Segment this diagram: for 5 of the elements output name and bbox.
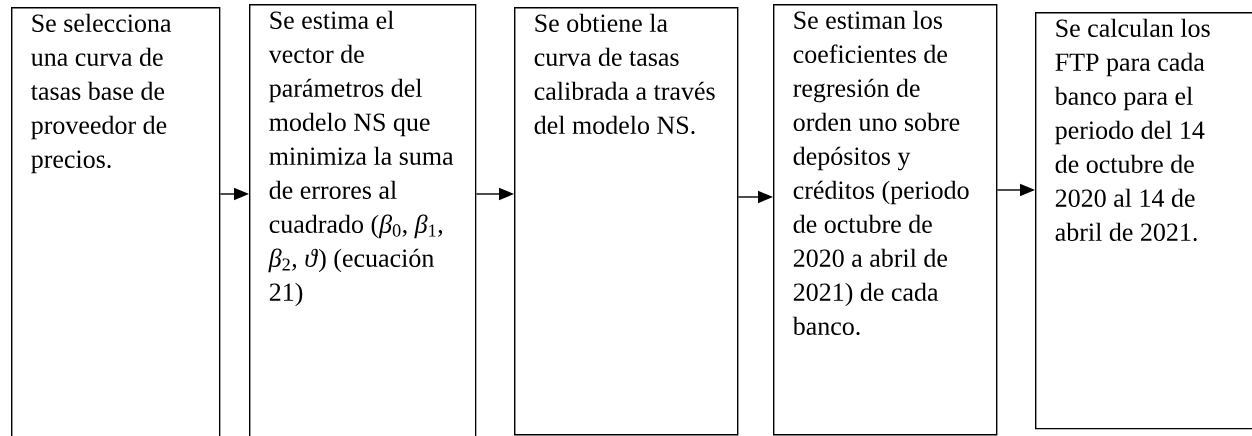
- process-box: Se estima el vector de parámetros del modelo NS que minimiza la suma de errores al cuadrado (β$_{0}$, β$_{1}$, β$_{2}$, ϑ) (ecuación 21): [249, 4, 477, 436]
- process-box: Se obtiene la curva de tasas calibrada a través del modelo NS.: [514, 7, 739, 436]
- process-box: Se calculan los FTP para cada banco para el periodo del 14 de octubre de 2020 al 14 de abril de 2021.: [1035, 12, 1252, 430]
- process-box: Se estiman los coeficientes de regresión de orden uno sobre depósitos y créditos (periodo de octubre de 2020 a abril de 2021) de cada banco.: [773, 4, 998, 436]
- process-box: Se selecciona una curva de tasas base de proveedor de precios.: [11, 7, 221, 436]
